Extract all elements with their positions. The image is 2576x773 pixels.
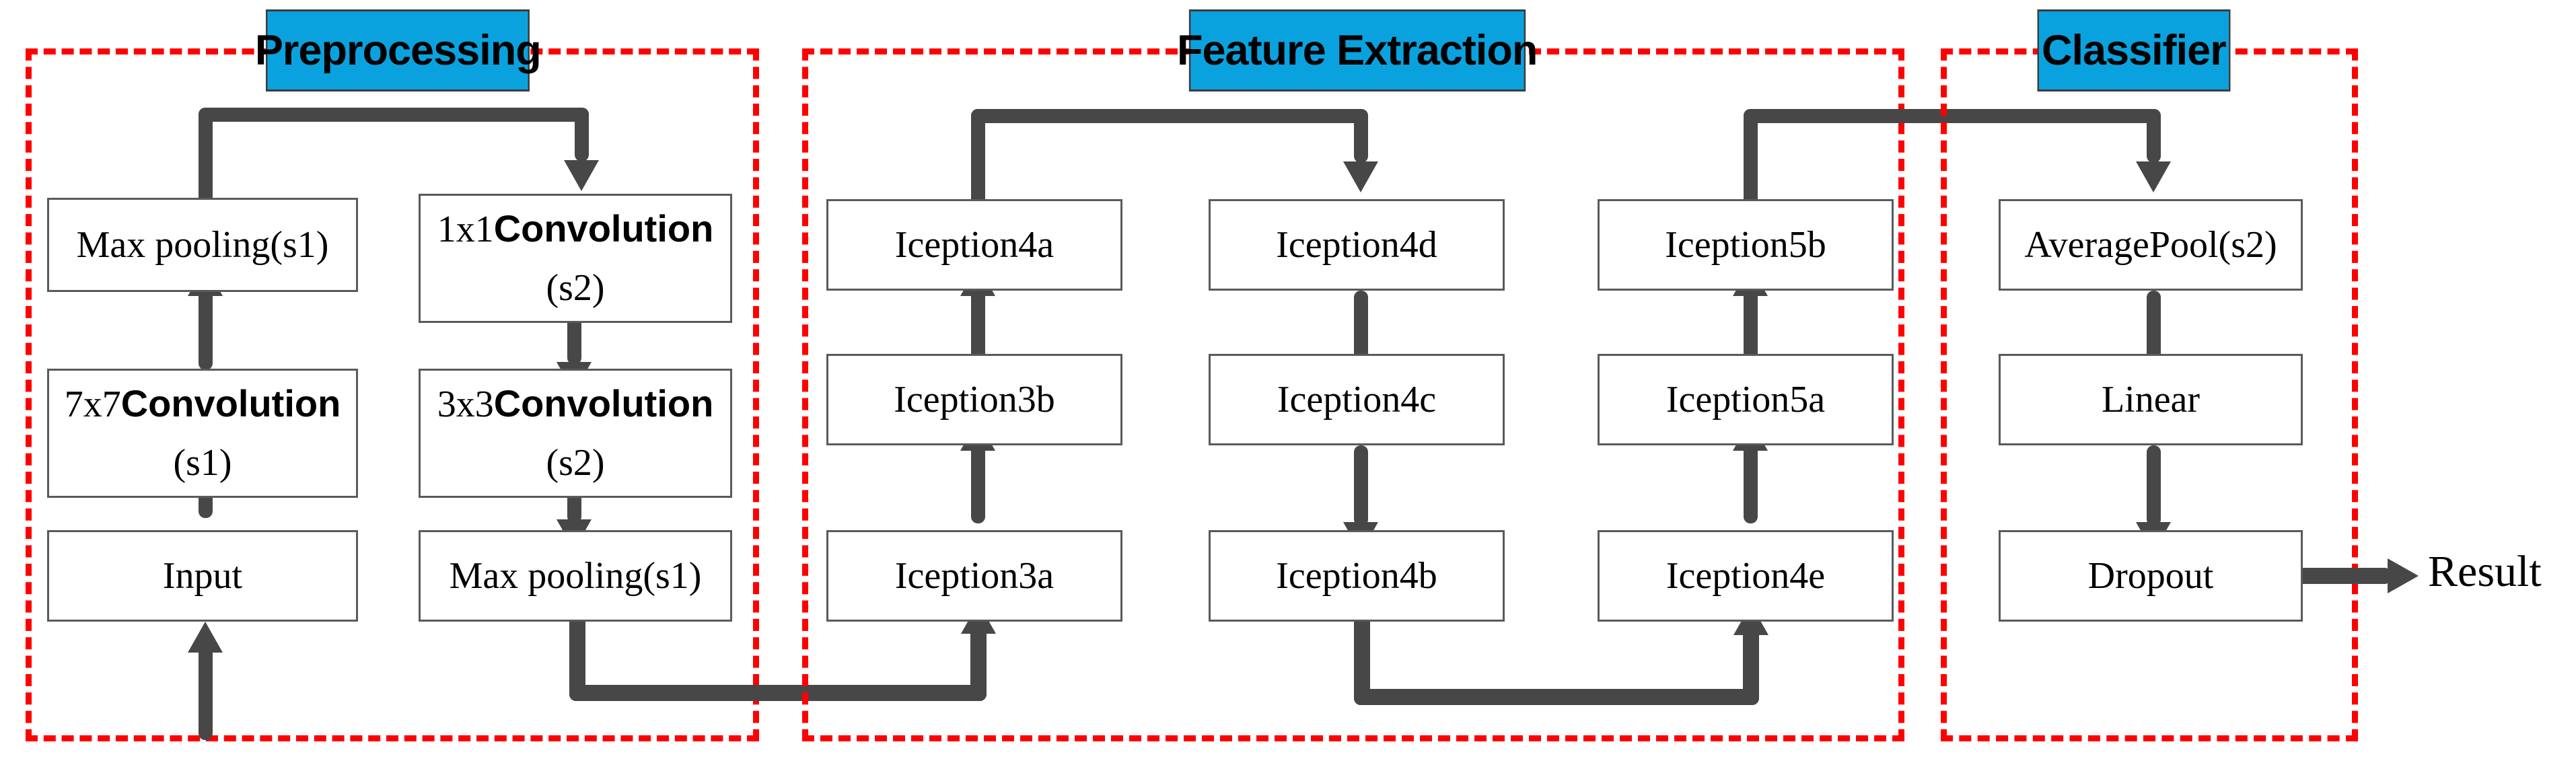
- connector-iception4b-to-4e-vert-right: [1743, 627, 1759, 705]
- node-iception3b-label: Iception3b: [894, 378, 1055, 420]
- connector-iception4a-to-4d-vert-right: [1354, 109, 1368, 163]
- node-iception4b-label: Iception4b: [1276, 554, 1437, 597]
- connector-maxpool-to-conv1x1-vert-right: [575, 108, 589, 161]
- connector-maxpool-bottom-exit-horiz: [569, 685, 987, 701]
- connector-entry-to-input-shaft: [199, 646, 213, 740]
- node-iception5a-label: Iception5a: [1666, 378, 1826, 420]
- connector-iception5b-exit-vert: [1744, 109, 1758, 214]
- connector-dropout-to-result-shaft: [2291, 568, 2390, 584]
- arrow-up-to-input: [188, 622, 223, 653]
- node-iception4a-label: Iception4a: [894, 223, 1054, 266]
- connector-conv7x7-to-maxpool-shaft: [199, 289, 213, 370]
- node-max-pooling-s1-top[interactable]: Max pooling(s1): [47, 198, 358, 292]
- node-iception5a[interactable]: Iception5a: [1598, 354, 1894, 445]
- node-max-pooling-s1-bottom[interactable]: Max pooling(s1): [419, 530, 732, 622]
- connector-linear-to-dropout-shaft: [2147, 445, 2161, 526]
- node-dropout[interactable]: Dropout: [1999, 530, 2303, 622]
- node-conv-7x7-s1-label: 7x7Convolution(s1): [64, 381, 341, 484]
- connector-maxpool-to-conv1x1-vert-left: [199, 108, 213, 214]
- node-dropout-label: Dropout: [2087, 554, 2214, 597]
- node-averagepool-s2[interactable]: AveragePool(s2): [1999, 199, 2303, 291]
- node-averagepool-s2-label: AveragePool(s2): [2024, 223, 2277, 266]
- node-iception4e-label: Iception4e: [1666, 554, 1826, 597]
- connector-iception3b-to-4a-shaft: [971, 289, 985, 370]
- group-title-feature-extraction: Feature Extraction: [1177, 9, 1538, 91]
- node-max-pooling-s1-top-label: Max pooling(s1): [76, 223, 329, 266]
- group-title-feature-extraction-label: Feature Extraction: [1177, 27, 1538, 74]
- node-iception5b-label: Iception5b: [1665, 223, 1826, 266]
- connector-averagepool-to-linear-shaft: [2147, 291, 2161, 365]
- node-input-label: Input: [162, 554, 243, 597]
- connector-iception4d-to-4c-shaft: [1354, 291, 1368, 371]
- node-max-pooling-s1-bottom-label: Max pooling(s1): [449, 554, 702, 597]
- connector-iception4a-to-4d-vert-left: [971, 109, 985, 214]
- connector-iception5b-exit-horiz: [1744, 109, 2161, 123]
- connector-iception4b-to-4e-horiz: [1354, 689, 1758, 705]
- group-title-classifier-label: Classifier: [2042, 27, 2227, 74]
- node-iception3a[interactable]: Iception3a: [826, 530, 1122, 622]
- node-iception3b[interactable]: Iception3b: [826, 354, 1122, 445]
- node-conv-3x3-s2-label: 3x3Convolution(s2): [437, 381, 714, 484]
- connector-iception4a-to-4d-horiz: [971, 109, 1368, 123]
- group-title-preprocessing-label: Preprocessing: [254, 27, 542, 74]
- connector-iception4c-to-4b-shaft: [1354, 445, 1368, 526]
- node-iception4c-label: Iception4c: [1277, 378, 1437, 420]
- arrow-down-to-iception4d: [1343, 161, 1378, 192]
- group-title-classifier: Classifier: [2037, 9, 2231, 91]
- node-conv-1x1-s2-label: 1x1Convolution(s2): [437, 207, 714, 309]
- node-iception4d-label: Iception4d: [1276, 223, 1437, 266]
- connector-iception5a-to-5b-shaft: [1744, 289, 1758, 370]
- arrow-right-to-result: [2388, 558, 2419, 593]
- group-title-preprocessing: Preprocessing: [255, 9, 541, 91]
- connector-entry-to-iception3a-vert: [970, 626, 987, 701]
- connector-into-averagepool-vert: [2147, 109, 2161, 163]
- node-conv-3x3-s2[interactable]: 3x3Convolution(s2): [419, 369, 732, 498]
- node-linear-label: Linear: [2101, 378, 2201, 420]
- connector-iception4e-to-5a-shaft: [1744, 444, 1758, 523]
- arrow-down-to-conv1x1: [564, 160, 599, 191]
- connector-maxpool-to-conv1x1-horiz: [199, 108, 589, 122]
- node-input[interactable]: Input: [47, 530, 358, 622]
- node-iception4d[interactable]: Iception4d: [1209, 199, 1505, 291]
- node-linear[interactable]: Linear: [1999, 354, 2303, 445]
- node-conv-1x1-s2[interactable]: 1x1Convolution(s2): [419, 194, 732, 323]
- node-iception4b[interactable]: Iception4b: [1209, 530, 1505, 622]
- node-conv-7x7-s1[interactable]: 7x7Convolution(s1): [47, 369, 358, 498]
- node-iception4e[interactable]: Iception4e: [1598, 530, 1894, 622]
- node-iception4c[interactable]: Iception4c: [1209, 354, 1505, 445]
- node-iception5b[interactable]: Iception5b: [1598, 199, 1894, 291]
- arrow-down-to-averagepool: [2136, 161, 2171, 192]
- result-label: Result: [2428, 547, 2542, 596]
- connector-iception3a-to-3b-shaft: [971, 444, 985, 523]
- node-iception3a-label: Iception3a: [894, 554, 1054, 597]
- node-iception4a[interactable]: Iception4a: [826, 199, 1122, 291]
